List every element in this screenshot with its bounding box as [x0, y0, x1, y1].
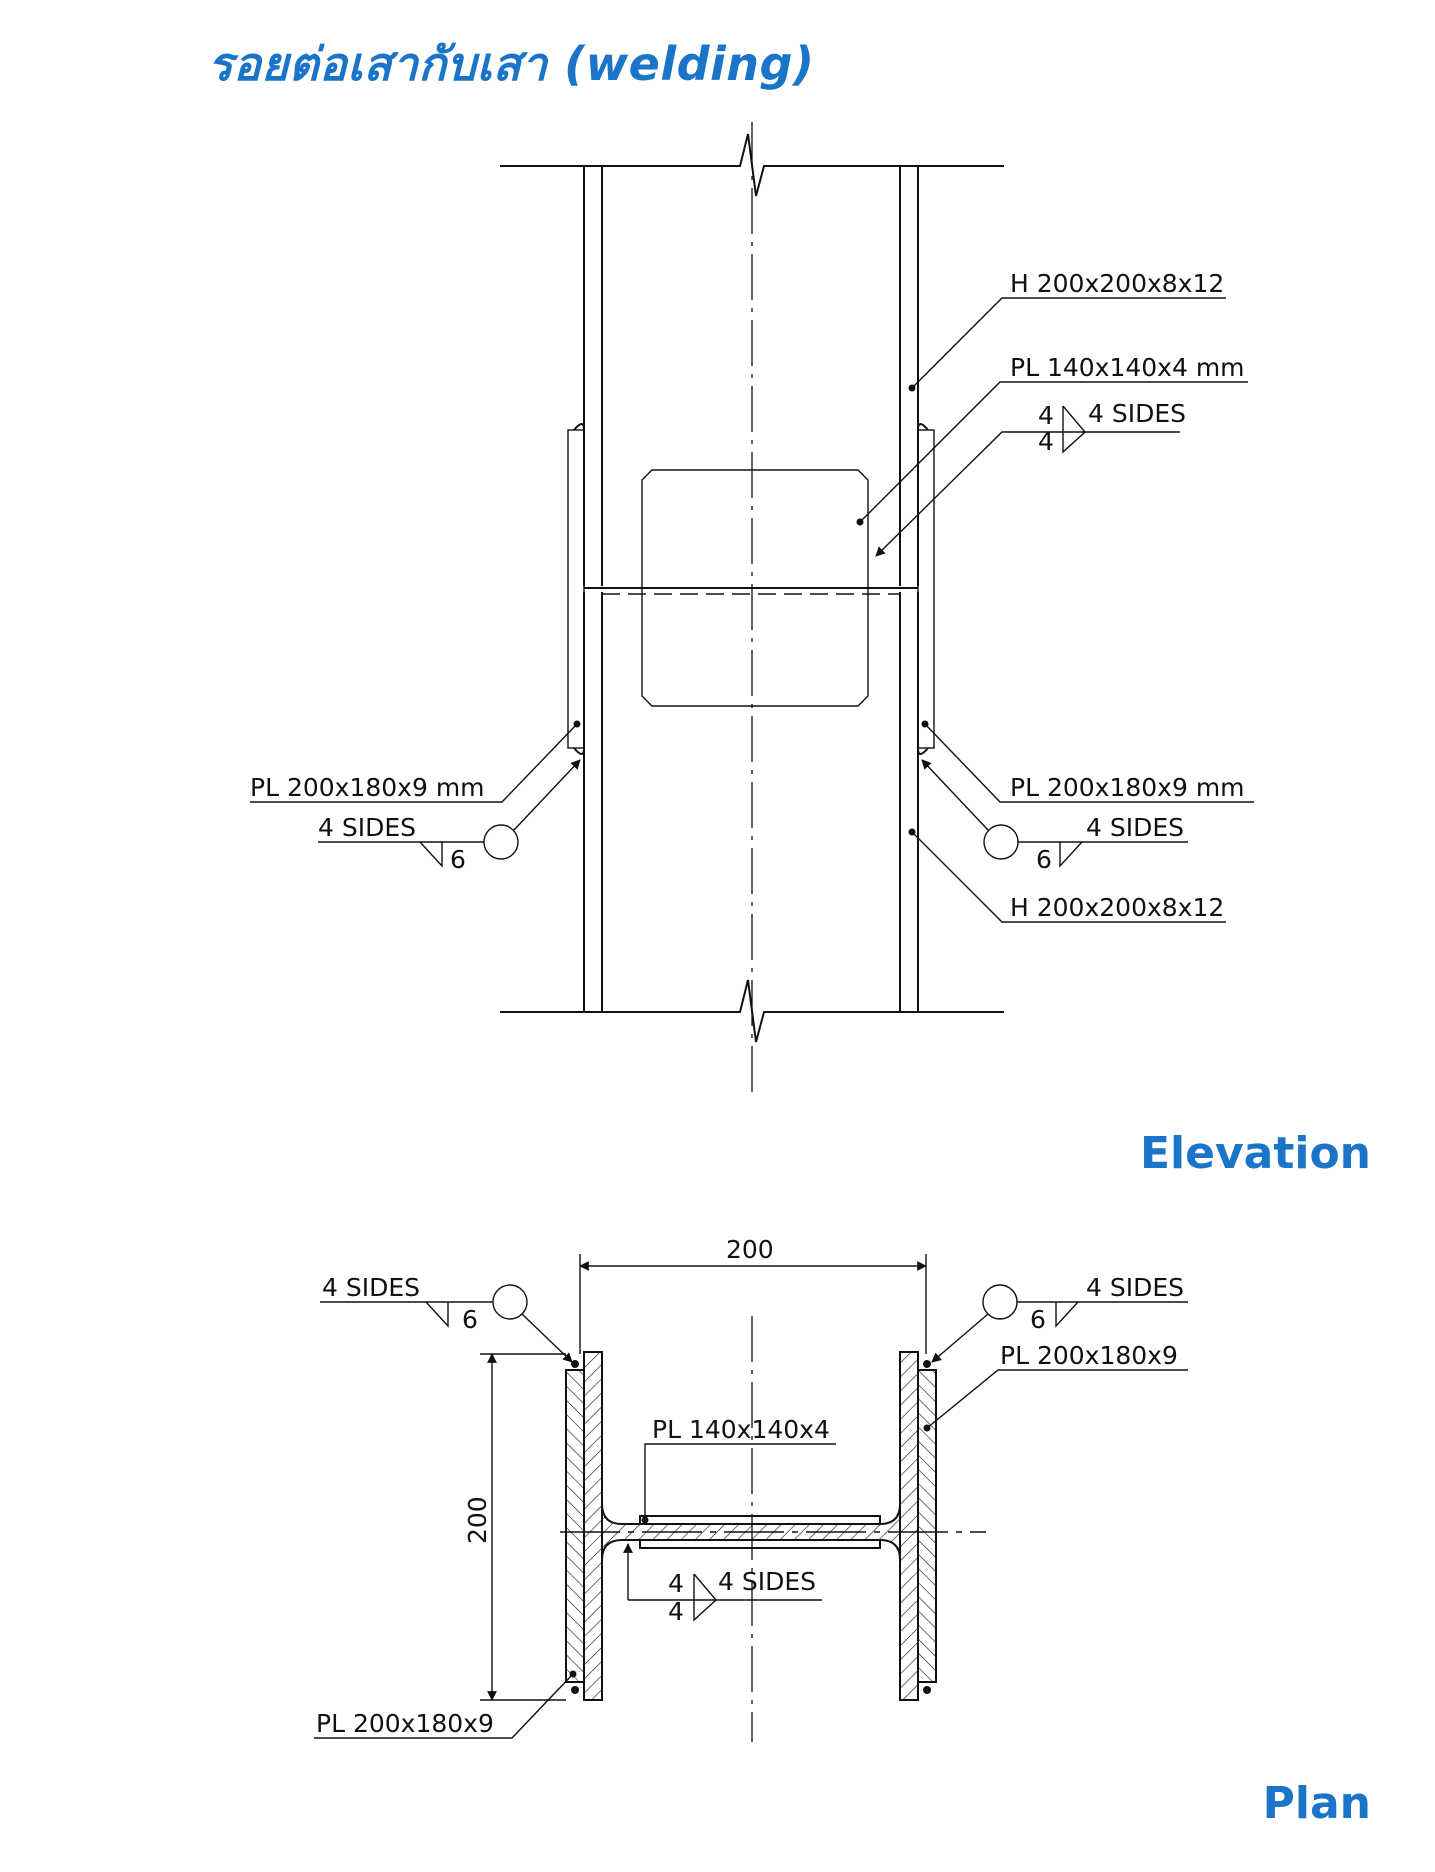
weld-symbol-web-plan: 4 4 4 SIDES — [623, 1543, 822, 1626]
web-plate-bottom — [639, 1539, 881, 1549]
weld-web-sides: 4 SIDES — [1088, 399, 1186, 428]
plan-leader-pl-web — [644, 1443, 836, 1520]
weld-right-sides: 4 SIDES — [1086, 813, 1184, 842]
label-h-bottom: H 200x200x8x12 — [1010, 893, 1224, 922]
left-flange-section — [583, 1351, 603, 1701]
elevation-view: H 200x200x8x12 PL 140x140x4 mm 4 4 4 SID… — [250, 122, 1254, 1094]
plan-weld-right-sides: 4 SIDES — [1086, 1273, 1184, 1302]
leader-h-bottom — [911, 831, 1226, 923]
dim-width-value: 200 — [726, 1235, 774, 1264]
leader-h-top — [911, 297, 1226, 389]
right-splice-plate — [917, 423, 935, 755]
page-title: รอยต่อเสากับเสา (welding) — [208, 37, 815, 91]
plan-weld-right-size: 6 — [1030, 1305, 1046, 1334]
weld-symbol-right-plan: 4 SIDES 6 — [931, 1273, 1188, 1363]
label-h-top: H 200x200x8x12 — [1010, 269, 1224, 298]
weld-symbol-left-elevation: 4 SIDES 6 — [318, 759, 581, 874]
right-flange-section — [899, 1351, 919, 1701]
leader-pl-right — [924, 723, 1254, 803]
weld-web-bottom-size: 4 — [1038, 427, 1054, 456]
weld-left-sides: 4 SIDES — [318, 813, 416, 842]
web-plate-top — [639, 1515, 881, 1525]
plan-label-pl-right: PL 200x180x9 — [1000, 1341, 1178, 1370]
right-splice-plate-section — [917, 1369, 937, 1683]
weld-symbol-right-elevation: 4 SIDES 6 — [921, 759, 1188, 874]
plan-weld-web-bottom: 4 — [668, 1597, 684, 1626]
dim-height-value: 200 — [463, 1496, 492, 1544]
left-splice-plate — [567, 423, 585, 755]
leader-pl-web — [859, 381, 1248, 523]
label-pl-left: PL 200x180x9 mm — [250, 773, 485, 802]
web-plate — [641, 469, 869, 707]
label-pl-right: PL 200x180x9 mm — [1010, 773, 1245, 802]
plan-weld-web-top: 4 — [668, 1569, 684, 1598]
weld-symbol-web-elevation: 4 4 4 SIDES — [1038, 399, 1186, 456]
plan-leader-pl-left — [314, 1673, 574, 1739]
plan-label-pl-web: PL 140x140x4 — [652, 1415, 830, 1444]
weld-left-size: 6 — [450, 845, 466, 874]
leader-pl-left — [250, 723, 578, 803]
left-splice-plate-section — [565, 1369, 585, 1683]
plan-weld-web-sides: 4 SIDES — [718, 1567, 816, 1596]
leader-weld-web — [875, 431, 1060, 557]
plan-view: 200 200 4 S — [314, 1235, 1188, 1742]
plan-label-pl-left: PL 200x180x9 — [316, 1709, 494, 1738]
dimension-width: 200 — [579, 1235, 927, 1354]
plan-leader-pl-right — [926, 1369, 1188, 1429]
weld-symbol-left-plan: 4 SIDES 6 — [320, 1273, 573, 1363]
elevation-caption: Elevation — [1139, 1128, 1371, 1179]
weld-right-size: 6 — [1036, 845, 1052, 874]
plan-weld-left-size: 6 — [462, 1305, 478, 1334]
plan-caption: Plan — [1262, 1778, 1371, 1829]
weld-web-top-size: 4 — [1038, 401, 1054, 430]
label-pl-web: PL 140x140x4 mm — [1010, 353, 1245, 382]
plan-weld-left-sides: 4 SIDES — [322, 1273, 420, 1302]
dimension-height: 200 — [463, 1353, 566, 1701]
web-section — [601, 1503, 901, 1561]
